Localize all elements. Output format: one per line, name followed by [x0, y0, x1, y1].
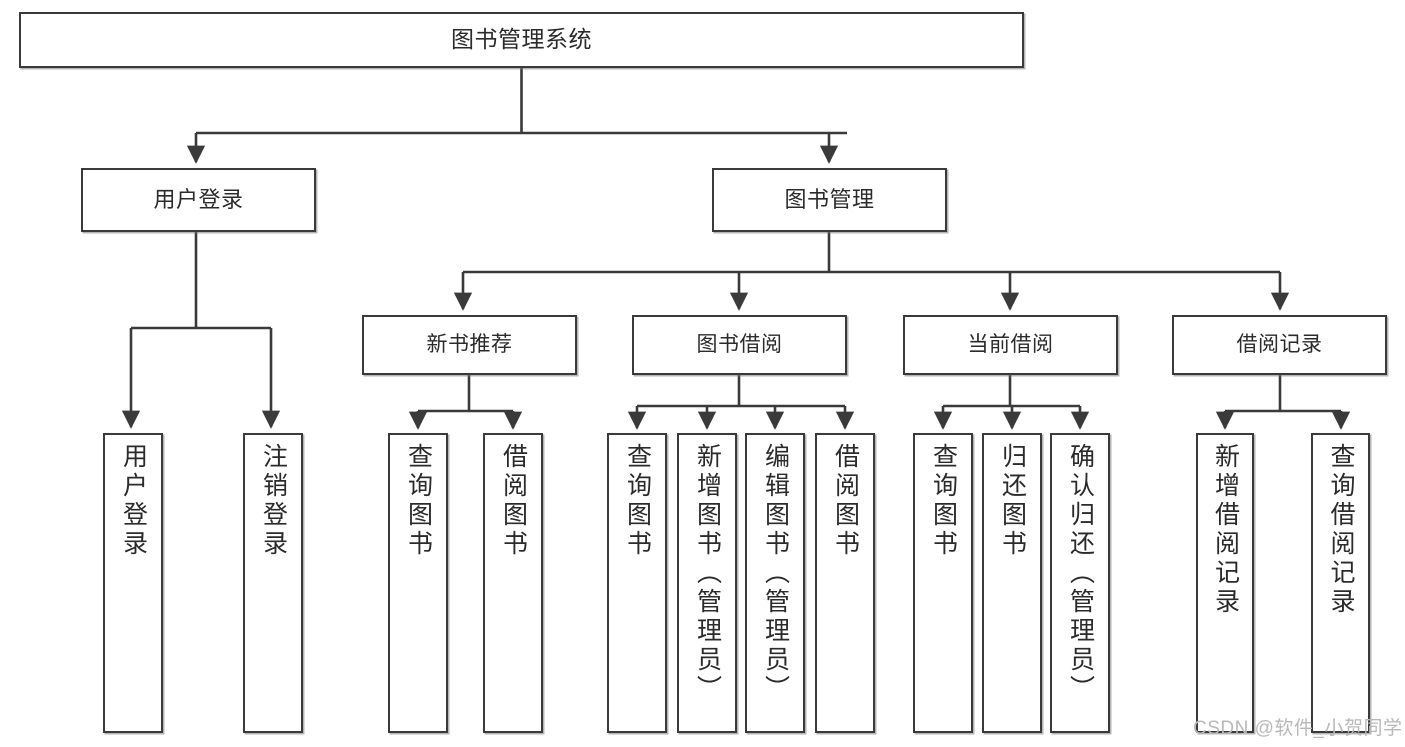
node-leaf-edit-book[interactable]: 编辑图书（管理员）: [745, 433, 805, 733]
node-leaf-query-book-2[interactable]: 查询图书: [607, 433, 667, 733]
node-label: 查询图书: [929, 443, 958, 559]
node-label: 图书借阅: [696, 332, 783, 356]
node-leaf-user-logout[interactable]: 注销登录: [243, 433, 303, 733]
node-user-login[interactable]: 用户登录: [81, 168, 316, 232]
node-leaf-add-record[interactable]: 新增借阅记录: [1196, 433, 1254, 733]
node-label: 用户登录: [119, 443, 148, 559]
node-leaf-add-book[interactable]: 新增图书（管理员）: [677, 433, 737, 733]
node-label: 借阅图书: [831, 443, 860, 559]
node-leaf-user-login[interactable]: 用户登录: [103, 433, 163, 733]
node-label: 新书推荐: [426, 332, 513, 356]
node-leaf-confirm-return[interactable]: 确认归还（管理员）: [1050, 433, 1110, 733]
node-label: 编辑图书（管理员）: [761, 443, 790, 704]
node-label: 归还图书: [998, 443, 1027, 559]
node-book-manage[interactable]: 图书管理: [712, 168, 947, 232]
node-new-book-rec[interactable]: 新书推荐: [362, 315, 577, 375]
node-leaf-query-record[interactable]: 查询借阅记录: [1311, 433, 1370, 733]
node-leaf-query-book-1[interactable]: 查询图书: [388, 433, 448, 733]
node-label: 新增借阅记录: [1211, 443, 1240, 617]
node-label: 确认归还（管理员）: [1066, 443, 1095, 704]
node-label: 注销登录: [259, 443, 288, 559]
node-label: 图书管理: [784, 187, 875, 213]
node-label: 查询图书: [623, 443, 652, 559]
node-leaf-return-book[interactable]: 归还图书: [982, 433, 1042, 733]
node-leaf-borrow-book-1[interactable]: 借阅图书: [483, 433, 543, 733]
node-label: 当前借阅: [967, 332, 1054, 356]
node-root-system[interactable]: 图书管理系统: [19, 12, 1024, 68]
node-current-borrow[interactable]: 当前借阅: [903, 315, 1118, 375]
node-leaf-query-book-3[interactable]: 查询图书: [913, 433, 973, 733]
node-book-borrow[interactable]: 图书借阅: [632, 315, 847, 375]
node-label: 用户登录: [153, 187, 244, 213]
node-borrow-record[interactable]: 借阅记录: [1172, 315, 1387, 375]
csdn-watermark: CSDN @软件_小贺同学: [1193, 718, 1403, 739]
node-label: 查询图书: [404, 443, 433, 559]
node-label: 图书管理系统: [451, 26, 592, 53]
node-label: 借阅记录: [1236, 332, 1323, 356]
node-label: 查询借阅记录: [1327, 443, 1355, 617]
node-label: 新增图书（管理员）: [693, 443, 722, 704]
node-label: 借阅图书: [499, 443, 528, 559]
node-leaf-borrow-book-2[interactable]: 借阅图书: [815, 433, 875, 733]
